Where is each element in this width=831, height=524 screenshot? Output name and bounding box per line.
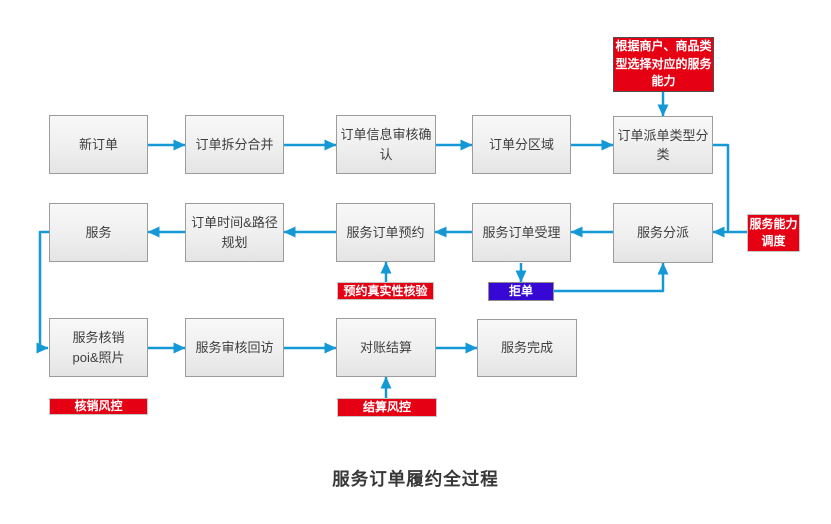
- flow-node-service-review-visit-label: 服务审核回访: [195, 339, 274, 355]
- flow-node-reconciliation: 对账结算: [336, 318, 436, 377]
- flow-node-booking-verification: 预约真实性核验: [337, 282, 434, 300]
- flow-node-service-dispatch-label: 服务分派: [636, 225, 689, 241]
- flow-node-order-split-merge: 订单拆分合并: [185, 115, 284, 174]
- flow-node-reject-order-label: 拒单: [508, 284, 533, 299]
- flow-node-booking-verification-label: 预约真实性核验: [343, 283, 428, 298]
- flow-node-verification-risk-label: 核销风控: [74, 399, 123, 414]
- flow-node-order-dispatch-type: 订单派单类型分 类: [613, 116, 713, 174]
- flow-node-capability-scheduling: 服务能力 调度: [747, 214, 800, 252]
- flow-node-order-info-review: 订单信息审核确 认: [336, 115, 436, 174]
- flow-node-order-acceptance-label: 服务订单受理: [482, 224, 561, 240]
- flow-node-order-by-region: 订单分区域: [472, 115, 571, 174]
- flow-node-service-verification: 服务核销 poi&照片: [49, 318, 148, 377]
- edge-dispatch-type-elbow: [713, 143, 730, 232]
- flow-node-settlement-risk: 结算风控: [337, 398, 437, 417]
- flow-node-new-order-label: 新订单: [78, 136, 118, 152]
- flow-node-order-split-merge-label: 订单拆分合并: [195, 136, 274, 152]
- flowchart-title: 服务订单履约全过程: [332, 469, 499, 489]
- flow-node-service-complete: 服务完成: [477, 319, 577, 377]
- flow-node-order-by-region-label: 订单分区域: [488, 136, 554, 152]
- flow-node-order-booking-label: 服务订单预约: [346, 224, 425, 240]
- flow-node-settlement-risk-label: 结算风控: [362, 400, 411, 415]
- flow-node-order-info-review-label: 订单信息审核确 认: [340, 127, 432, 162]
- flow-node-capability-scheduling-label: 服务能力 调度: [749, 216, 798, 248]
- flow-node-service: 服务: [49, 203, 148, 262]
- flow-node-reject-order: 拒单: [488, 282, 554, 301]
- flow-node-service-dispatch: 服务分派: [613, 203, 713, 263]
- flow-node-service-complete-label: 服务完成: [500, 340, 553, 356]
- flow-node-order-acceptance: 服务订单受理: [472, 203, 571, 262]
- flow-node-verification-risk: 核销风控: [49, 398, 148, 415]
- edge-reject-to-service-dispatch: [554, 262, 669, 293]
- flow-node-time-route-planning: 订单时间&路径 规划: [185, 203, 284, 262]
- flow-node-service-label: 服务: [85, 224, 112, 240]
- flow-node-reconciliation-label: 对账结算: [359, 339, 412, 355]
- flow-node-service-verification-label: 服务核销 poi&照片: [72, 330, 125, 365]
- flow-node-capability-note-label: 根据商户、商品类 型选择对应的服务 能力: [615, 39, 712, 89]
- flow-node-time-route-planning-label: 订单时间&路径 规划: [191, 215, 278, 250]
- flow-node-order-dispatch-type-label: 订单派单类型分 类: [617, 127, 709, 163]
- flow-node-service-review-visit: 服务审核回访: [185, 318, 284, 377]
- flow-node-new-order: 新订单: [49, 115, 148, 174]
- edge-service-to-service-verification: [36, 230, 49, 354]
- flow-node-capability-note: 根据商户、商品类 型选择对应的服务 能力: [613, 37, 714, 92]
- flow-node-order-booking: 服务订单预约: [336, 203, 435, 262]
